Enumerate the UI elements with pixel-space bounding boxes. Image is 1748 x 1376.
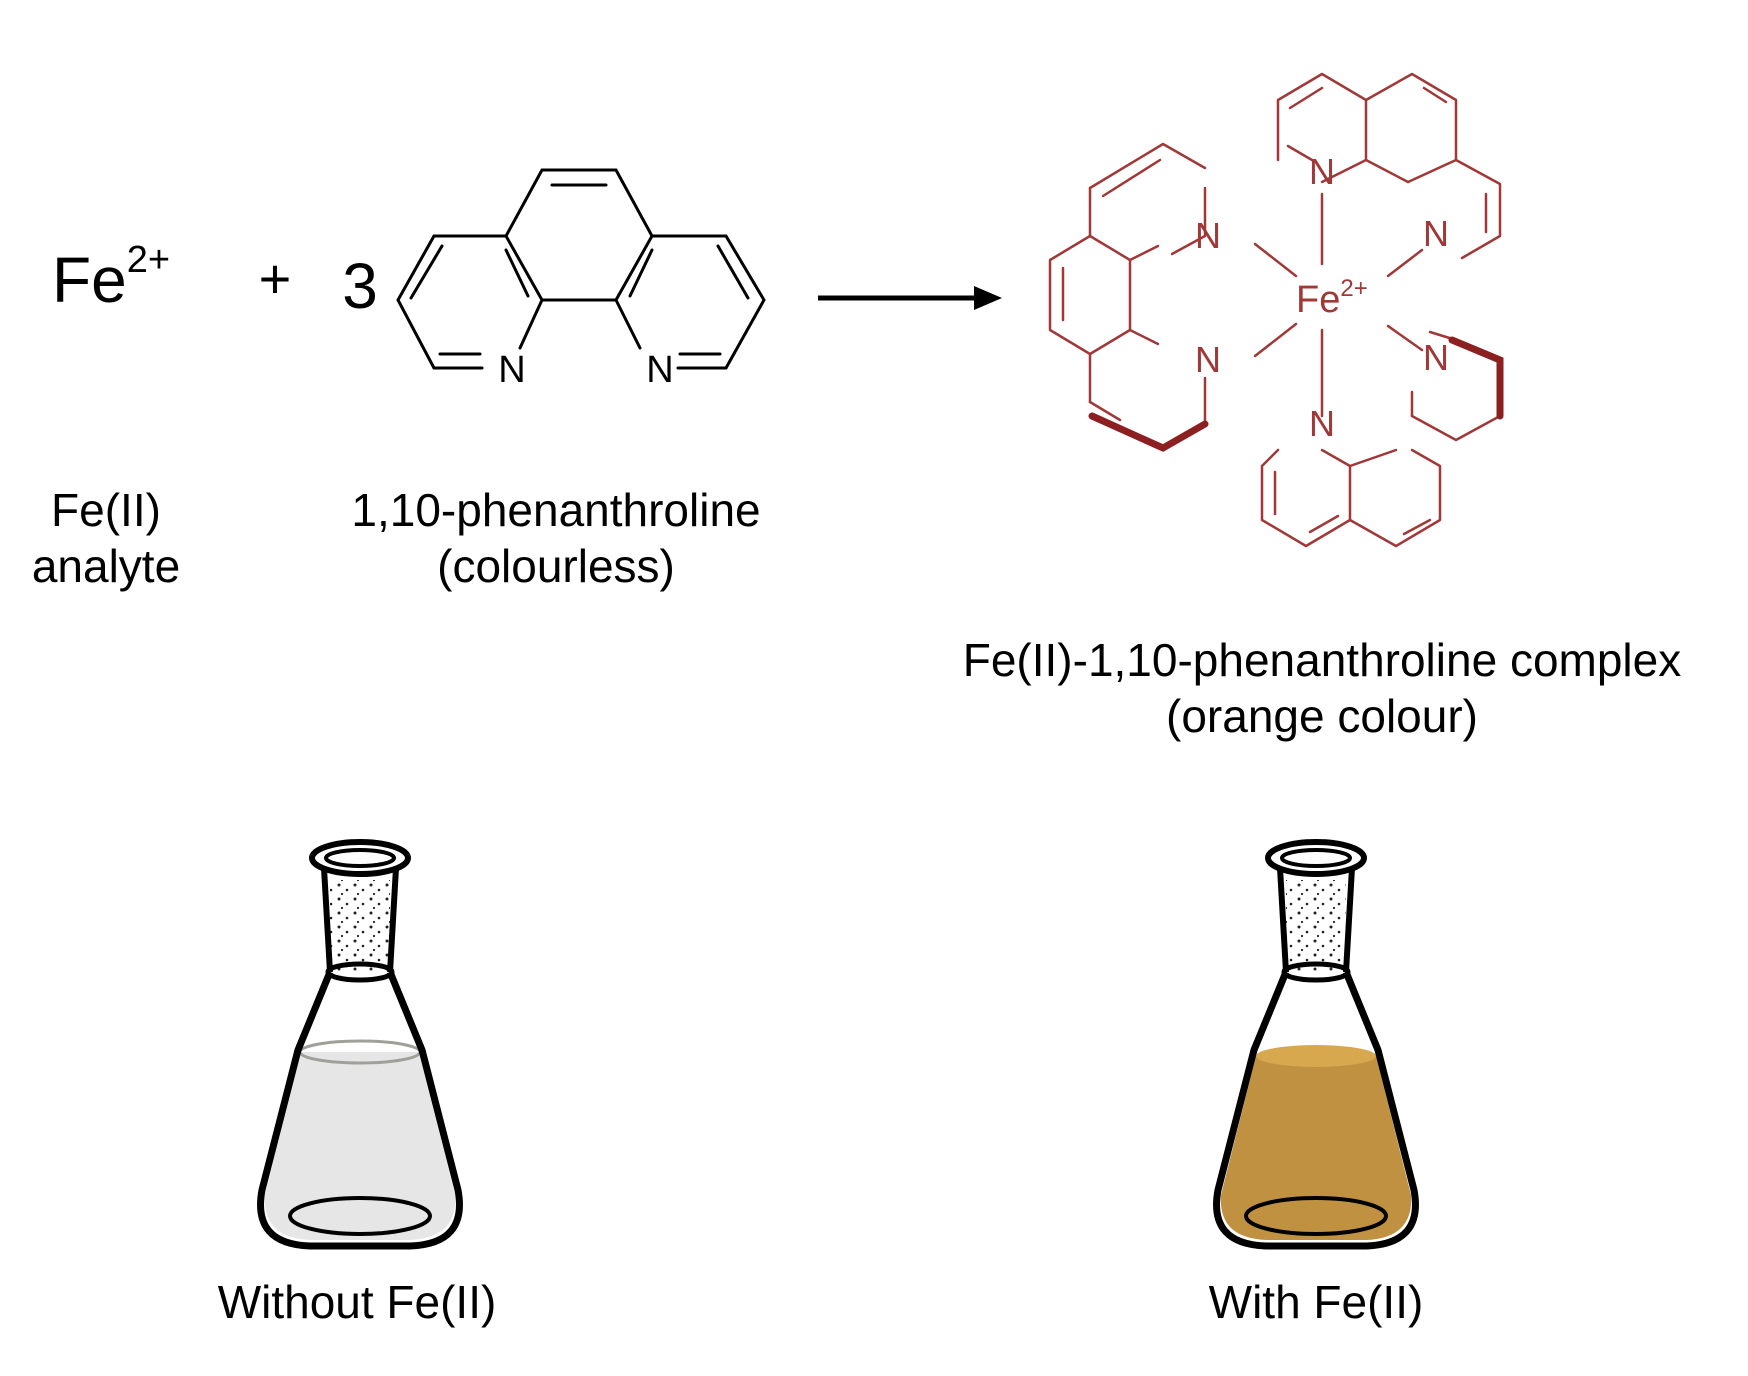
flask-base-ellipse <box>1244 1196 1388 1236</box>
complex-nitrogen-top-right: N <box>1423 213 1449 254</box>
reactant1-label: Fe(II) analyte <box>32 484 180 592</box>
phen-nitrogen-right: N <box>646 349 673 391</box>
flask-body <box>1213 970 1419 1250</box>
product-label: Fe(II)-1,10-phenanthroline complex (oran… <box>963 634 1681 742</box>
flask-liquid <box>264 1052 456 1240</box>
phen-nitrogen-left: N <box>498 349 525 391</box>
flask-neck-speckle <box>330 880 390 972</box>
flask-label-without-fe: Without Fe(II) <box>218 1276 497 1328</box>
flask-without-fe <box>257 839 463 1250</box>
flask-liquid-surface <box>1256 1045 1376 1067</box>
flask-neck <box>1277 867 1355 973</box>
fe-symbol: Fe <box>52 244 127 316</box>
svg-text:analyte: analyte <box>32 540 180 592</box>
svg-text:Fe(II): Fe(II) <box>51 484 161 536</box>
complex-nitrogen-top-left: N <box>1309 151 1335 192</box>
complex-bold-bonds <box>1088 336 1504 452</box>
flask-rim-outer <box>1265 839 1367 877</box>
flask-rim-outer <box>309 839 411 877</box>
phenanthroline-structure <box>396 168 766 370</box>
flask-label-with-fe: With Fe(II) <box>1209 1276 1424 1328</box>
svg-text:Fe2+: Fe2+ <box>52 239 170 316</box>
flask-base-ellipse <box>288 1196 432 1236</box>
svg-text:(orange colour): (orange colour) <box>1166 690 1478 742</box>
flask-neck-ring <box>325 961 395 983</box>
reaction-arrow <box>818 286 1002 310</box>
flask-liquid <box>1220 1056 1412 1240</box>
flask-rim-inner <box>1280 848 1352 868</box>
fe-charge: 2+ <box>127 239 170 281</box>
flask-neck-speckle <box>1286 880 1346 972</box>
stoichiometric-coefficient: 3 <box>342 250 378 322</box>
fe2-ion-reactant: Fe2+ <box>52 239 170 316</box>
flask-neck <box>321 867 399 973</box>
reactant2-label: 1,10-phenanthroline (colourless) <box>351 484 760 592</box>
flask-rim-inner <box>324 848 396 868</box>
plus-sign: + <box>259 247 292 310</box>
complex-nitrogen-left-lower: N <box>1195 339 1221 380</box>
flask-with-fe <box>1213 839 1419 1250</box>
svg-text:(colourless): (colourless) <box>437 540 675 592</box>
complex-nitrogen-right-lower: N <box>1423 337 1449 378</box>
complex-fe-charge: 2+ <box>1340 275 1367 302</box>
flask-neck-ring <box>1281 961 1351 983</box>
svg-text:Fe(II)-1,10-phenanthroline com: Fe(II)-1,10-phenanthroline complex <box>963 634 1681 686</box>
complex-nitrogen-bottom: N <box>1309 403 1335 444</box>
svg-text:1,10-phenanthroline: 1,10-phenanthroline <box>351 484 760 536</box>
complex-fe-center: Fe2+ <box>1296 275 1368 321</box>
complex-nitrogen-left-upper: N <box>1195 215 1221 256</box>
flask-body <box>257 970 463 1250</box>
fe-phen-complex-structure <box>1048 72 1502 548</box>
complex-fe-symbol: Fe <box>1296 279 1340 321</box>
